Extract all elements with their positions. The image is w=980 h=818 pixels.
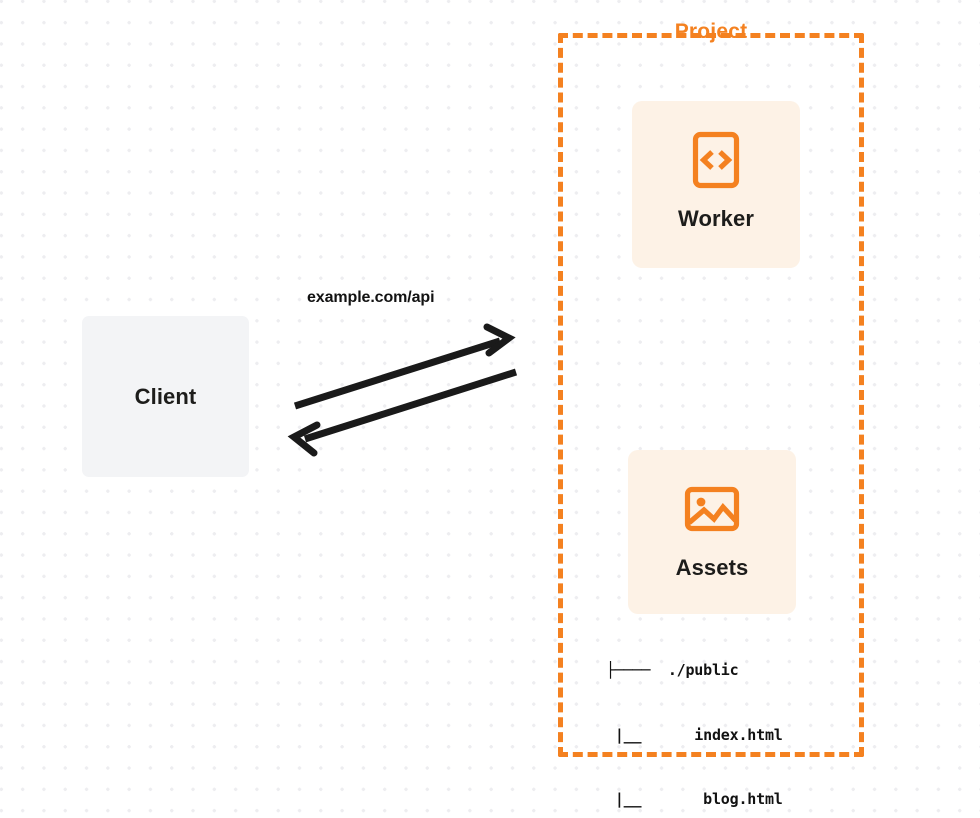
file-tree-line: ├──── ./public bbox=[606, 661, 739, 679]
client-node[interactable]: Client bbox=[82, 316, 249, 477]
assets-node[interactable]: Assets bbox=[628, 450, 796, 614]
file-tree-line: |__ blog.html bbox=[606, 790, 783, 808]
code-brackets-icon bbox=[692, 131, 740, 189]
edge-label-endpoint: example.com/api bbox=[307, 289, 435, 306]
image-picture-icon bbox=[684, 486, 740, 532]
assets-file-tree: ├──── ./public |__ index.html |__ blog.h… bbox=[606, 617, 783, 818]
project-container: Project bbox=[558, 20, 864, 757]
response-arrow-icon bbox=[287, 368, 518, 457]
worker-node[interactable]: Worker bbox=[632, 101, 800, 268]
project-title: Project bbox=[674, 20, 748, 44]
file-tree-line: |__ index.html bbox=[606, 725, 783, 744]
client-label: Client bbox=[134, 383, 197, 409]
request-arrow-icon bbox=[293, 323, 516, 410]
assets-label: Assets bbox=[675, 555, 749, 580]
worker-label: Worker bbox=[678, 206, 754, 231]
